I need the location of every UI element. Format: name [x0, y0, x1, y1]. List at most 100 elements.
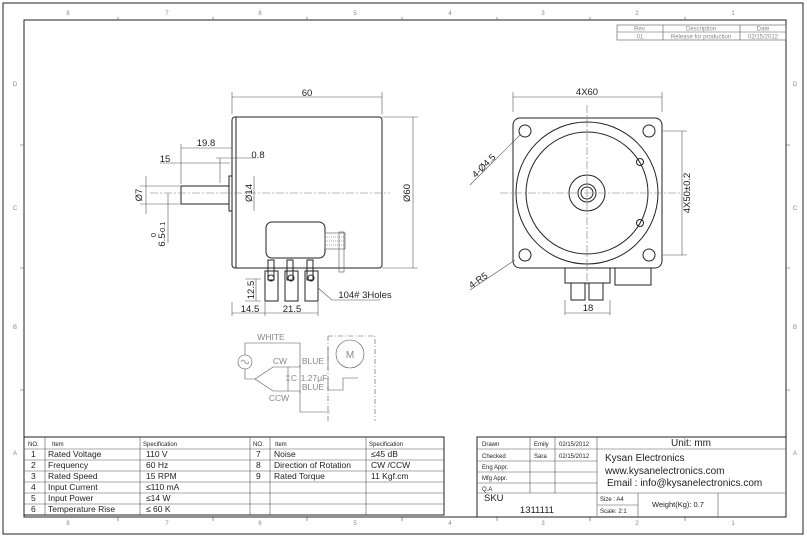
- approval-label: Checked: [482, 454, 506, 460]
- description-header: Description: [686, 27, 716, 33]
- header-no: NO.: [253, 442, 264, 448]
- zone-col: 6: [258, 521, 262, 527]
- capacitor-label: C: [291, 373, 297, 383]
- approval-date: 02/15/2012: [559, 442, 590, 448]
- header-spec: Specification: [369, 442, 403, 448]
- cw-label: CW: [273, 356, 287, 366]
- spec-table: NO. Item Specification NO. Item Specific…: [23, 436, 445, 516]
- sku-value: 1311111: [520, 505, 554, 516]
- approval-label: Mfg Appr.: [482, 476, 508, 482]
- dim-flat-tol-lower: -0.1: [158, 222, 167, 235]
- spec-no: 8: [256, 460, 261, 470]
- zone-row: B: [13, 325, 17, 331]
- dim-radius: 4-R5: [467, 271, 490, 292]
- shaft: [180, 185, 230, 205]
- company-email: Email : info@kysanelectronics.com: [607, 478, 762, 489]
- spec-value: CW /CCW: [371, 460, 410, 470]
- zone-row: A: [793, 451, 797, 457]
- company-name: Kysan Electronics: [605, 453, 684, 464]
- ccw-label: CCW: [269, 393, 289, 403]
- zone-col: 7: [165, 521, 169, 527]
- approval-name: Sara: [534, 454, 547, 460]
- zone-row: C: [793, 206, 798, 212]
- spec-value: 110 V: [146, 449, 168, 459]
- spec-no: 7: [256, 449, 261, 459]
- header-item: Item: [52, 442, 64, 448]
- spec-item: Direction of Rotation: [274, 460, 351, 470]
- revision-table: Rev. Description Date 01 Release for pro…: [616, 24, 787, 41]
- motor-symbol: [335, 339, 365, 369]
- scale: Scale: 2:1: [600, 509, 627, 515]
- zone-col: 8: [66, 11, 70, 17]
- header-spec: Specification: [143, 442, 177, 448]
- approval-label: Q.A: [482, 487, 492, 493]
- spec-value: 15 RPM: [146, 471, 177, 481]
- zone-row: A: [13, 451, 17, 457]
- spec-no: 1: [31, 449, 36, 459]
- dim-length: 60: [302, 88, 313, 99]
- company-website: www.kysanelectronics.com: [604, 466, 724, 477]
- wire-blue-label-2: BLUE: [302, 382, 325, 392]
- mounting-holes: [518, 124, 656, 262]
- spec-value: ≤110 mA: [146, 482, 180, 492]
- spec-no: 9: [256, 471, 261, 481]
- approval-label: Eng Appr.: [482, 465, 508, 471]
- rev-description: Release for production: [671, 35, 731, 41]
- spec-value: ≤14 W: [146, 493, 171, 503]
- dim-flat: 6.5: [157, 233, 168, 246]
- spec-no: 2: [31, 460, 36, 470]
- zone-col: 4: [448, 521, 452, 527]
- dim-holes: 4-Ø4.5: [470, 152, 498, 180]
- dim-flat-tol-upper: 0: [149, 233, 158, 237]
- date-header: Date: [757, 27, 770, 33]
- zone-col: 4: [448, 11, 452, 17]
- spec-value: 60 Hz: [146, 460, 168, 470]
- zone-col: 2: [635, 11, 639, 17]
- approval-label: Drawn: [482, 442, 499, 448]
- spec-item: Frequency: [48, 460, 89, 470]
- zone-row: D: [793, 82, 798, 88]
- capacitor-box: [265, 221, 326, 259]
- dim-terminal-offset: 14.5: [241, 304, 260, 315]
- zone-col: 1: [731, 521, 735, 527]
- side-view: 60 19.8 15 0.8 Ø7 6.5 0 -0.1 Ø14 Ø60 12.…: [134, 88, 418, 316]
- zone-row: C: [13, 206, 18, 212]
- zone-row: B: [793, 325, 797, 331]
- dim-boss-dia: Ø14: [244, 184, 255, 202]
- inner-border: [23, 19, 787, 518]
- unit: Unit: mm: [671, 438, 711, 449]
- zone-col: 2: [635, 521, 639, 527]
- zone-col: 5: [353, 11, 357, 17]
- sku-label: SKU: [484, 493, 504, 504]
- dim-connector: 18: [583, 303, 594, 314]
- spec-no: 6: [31, 504, 36, 514]
- spec-item: Rated Speed: [48, 471, 98, 481]
- spec-item: Rated Torque: [274, 471, 325, 481]
- wire-blue-label-1: BLUE: [302, 356, 325, 366]
- rev-header: Rev.: [634, 27, 646, 33]
- dim-shaft-total: 19.8: [197, 138, 216, 149]
- wire-white-label: WHITE: [257, 332, 285, 342]
- zone-col: 3: [541, 521, 545, 527]
- rev-date: 02/15/2012: [748, 35, 779, 41]
- dim-body-dia: Ø60: [402, 184, 413, 202]
- spec-value: ≤45 dB: [371, 449, 398, 459]
- zone-col: 7: [165, 11, 169, 17]
- spec-value: ≤ 60 K: [146, 504, 171, 514]
- spec-item: Input Current: [48, 482, 98, 492]
- dim-terminal-height: 12.5: [246, 281, 257, 300]
- front-view: 4X60 4-Ø4.5 4-R5 4X50±0.2 18: [467, 87, 693, 315]
- approval-name: Emily: [534, 442, 549, 448]
- dim-shaft: 15: [160, 154, 171, 165]
- dim-shaft-dia: Ø7: [134, 189, 145, 202]
- spec-item: Input Power: [48, 493, 94, 503]
- motor-label: M: [346, 350, 354, 361]
- spec-no: 4: [31, 482, 36, 492]
- zone-col: 5: [353, 521, 357, 527]
- zone-markers: 8 7 6 5 4 3 2 1 8 7 6 5 4 3 2 1 D C B A …: [13, 11, 798, 527]
- wiring-diagram: WHITE CW CCW BLUE C 1.27μF BLUE M: [237, 332, 376, 421]
- zone-row: D: [13, 82, 18, 88]
- dim-flange: 0.8: [251, 150, 264, 161]
- header-no: NO.: [28, 442, 39, 448]
